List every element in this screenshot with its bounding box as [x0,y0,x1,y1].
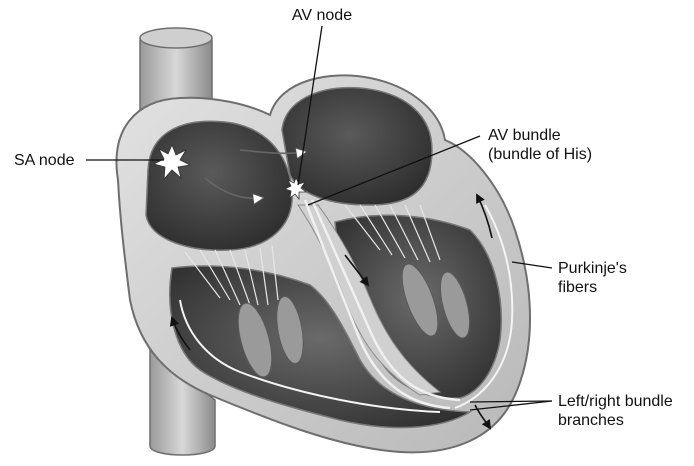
bundle-branches-label-line1: Left/right bundle [558,393,673,410]
av-node-label: AV node [292,7,352,24]
av-bundle-label-line1: AV bundle [488,127,561,144]
sa-node-label: SA node [14,152,75,169]
av-bundle-label-line2: (bundle of His) [488,146,592,163]
purkinje-label-line2: fibers [558,279,597,296]
purkinje-label-line1: Purkinje's [558,260,627,277]
bundle-branches-label-line2: branches [558,412,624,429]
left-atrium [282,88,432,205]
